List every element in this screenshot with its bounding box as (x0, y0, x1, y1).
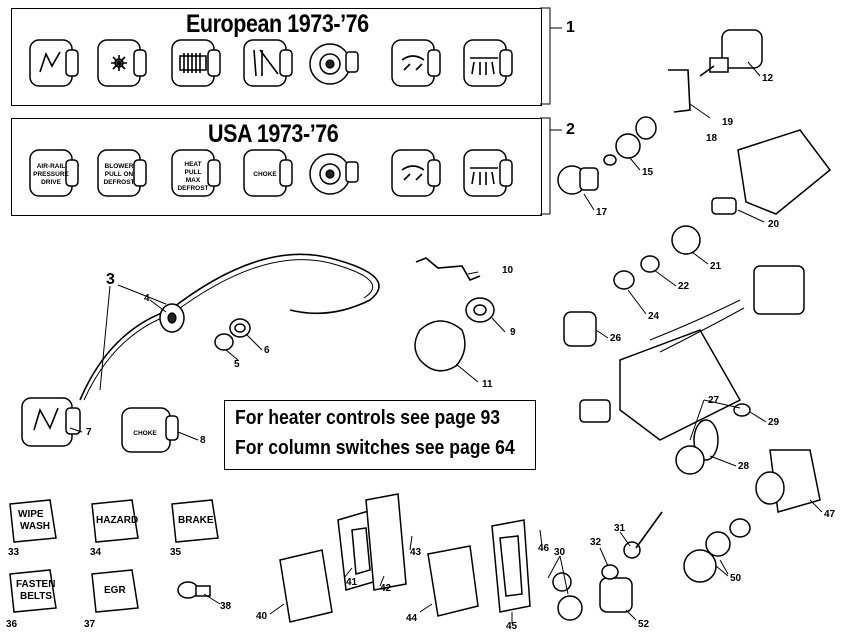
heater-controls-note: For heater controls see page 93 (235, 407, 501, 429)
wipe-wash-label-line2: WASH (20, 521, 50, 532)
wash-knob-icon (463, 149, 513, 197)
rear-demist-knob-icon (171, 39, 221, 87)
callout-17: 17 (596, 207, 608, 218)
cable-control-assembly: CHOKE (21, 253, 380, 453)
callout-36: 36 (6, 619, 18, 630)
choke-knob: CHOKE (243, 149, 293, 197)
fan-knob-icon (97, 39, 147, 87)
svg-text:HEAT: HEAT (184, 161, 201, 168)
callout-5: 5 (234, 359, 240, 370)
callout-11: 11 (482, 379, 493, 390)
svg-text:CHOKE: CHOKE (253, 171, 277, 178)
callout-33: 33 (8, 547, 20, 558)
callout-15: 15 (642, 167, 654, 178)
european-panel-title: European 1973-’76 (186, 10, 369, 38)
brake-label: BRAKE (178, 515, 214, 526)
svg-text:MAX: MAX (186, 177, 201, 184)
small-parts-9-10-11 (414, 257, 495, 372)
callout-50: 50 (730, 573, 742, 584)
rotary-knob-icon (309, 153, 359, 195)
wash-knob-icon (463, 39, 513, 87)
callout-45: 45 (506, 621, 518, 632)
callout-10: 10 (502, 265, 514, 276)
callout-42: 42 (380, 583, 392, 594)
callout-35: 35 (170, 547, 182, 558)
fasten-belts-label-line1: FASTEN (16, 579, 56, 590)
rocker-switches (177, 493, 663, 623)
panel-light-knob-icon (391, 39, 441, 87)
callout-6: 6 (264, 345, 270, 356)
callout-43: 43 (410, 547, 422, 558)
labeled-tabs (9, 499, 219, 613)
callout-29: 29 (768, 417, 780, 428)
callout-26: 26 (610, 333, 622, 344)
callout-27: 27 (708, 395, 720, 406)
column-switches-note: For column switches see page 64 (235, 437, 515, 459)
callout-7: 7 (86, 427, 92, 438)
rotary-knob-icon (309, 43, 359, 85)
callout-8: 8 (200, 435, 206, 446)
svg-text:PULL ON: PULL ON (105, 171, 134, 178)
callout-3: 3 (106, 271, 115, 288)
cross-reference-note: For heater controls see page 93 For colu… (224, 400, 536, 470)
callout-9: 9 (510, 327, 516, 338)
hazard-label: HAZARD (96, 515, 139, 526)
callout-31: 31 (614, 523, 626, 534)
svg-text:BLOWER: BLOWER (105, 163, 134, 170)
callout-52: 52 (638, 619, 650, 630)
callout-38: 38 (220, 601, 232, 612)
svg-text:AIR-RAIL: AIR-RAIL (37, 163, 66, 170)
svg-text:DEFROST: DEFROST (103, 179, 134, 186)
svg-text:DEFROST: DEFROST (177, 185, 208, 192)
panel-callout-brackets (540, 7, 562, 215)
callout-40: 40 (256, 611, 268, 622)
callout-19: 19 (722, 117, 734, 128)
svg-text:PRESSURE: PRESSURE (33, 171, 69, 178)
wiper-knob-icon (243, 39, 293, 87)
callout-34: 34 (90, 547, 102, 558)
callout-41: 41 (346, 577, 358, 588)
callout-22: 22 (678, 281, 690, 292)
callout-32: 32 (590, 537, 602, 548)
european-knob-row (29, 39, 513, 87)
leader-lines (69, 61, 823, 624)
egr-label: EGR (104, 585, 126, 596)
svg-text:CHOKE: CHOKE (133, 430, 157, 437)
callout-21: 21 (710, 261, 722, 272)
callout-4: 4 (144, 293, 150, 304)
callout-24: 24 (648, 311, 660, 322)
callout-20: 20 (768, 219, 780, 230)
svg-text:PULL: PULL (185, 169, 202, 176)
callout-2: 2 (566, 121, 575, 138)
callout-44: 44 (406, 613, 418, 624)
callout-47: 47 (824, 509, 836, 520)
callout-46: 46 (538, 543, 550, 554)
knob-icon (29, 39, 79, 87)
callout-30: 30 (554, 547, 566, 558)
wipe-wash-label-line1: WIPE (18, 509, 44, 520)
callout-1: 1 (566, 19, 575, 36)
switch-assemblies (557, 29, 832, 613)
callout-18: 18 (706, 133, 718, 144)
callout-12: 12 (762, 73, 774, 84)
callout-28: 28 (738, 461, 750, 472)
callout-37: 37 (84, 619, 96, 630)
panel-light-knob-icon (391, 149, 441, 197)
usa-panel-title: USA 1973-’76 (208, 120, 339, 148)
fasten-belts-label-line2: BELTS (20, 591, 53, 602)
svg-text:DRIVE: DRIVE (41, 179, 62, 186)
